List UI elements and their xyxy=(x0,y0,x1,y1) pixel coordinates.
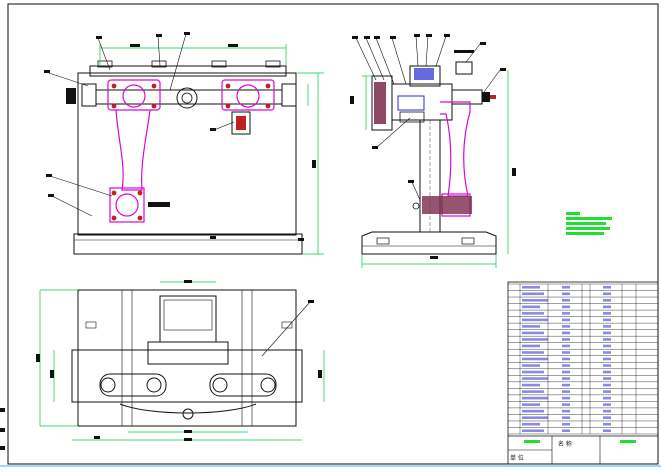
parts-row-name xyxy=(562,357,570,361)
parts-row-name xyxy=(562,285,570,289)
parts-row-name xyxy=(562,351,570,354)
parts-row-name xyxy=(562,325,570,328)
parts-row-name xyxy=(562,377,570,380)
parts-row-name xyxy=(562,429,570,433)
parts-row-code xyxy=(522,390,544,393)
parts-row-name xyxy=(562,422,570,426)
connecting-rod-left xyxy=(107,79,161,223)
parts-row-name xyxy=(562,344,570,348)
top-view-leaders xyxy=(261,301,311,357)
parts-row-code xyxy=(522,429,544,433)
parts-row-code xyxy=(522,357,548,361)
parts-list-table xyxy=(507,281,659,465)
parts-row-code xyxy=(522,331,544,335)
parts-row-name xyxy=(562,299,570,302)
front-view-dimensions xyxy=(99,44,324,255)
parts-row-code xyxy=(522,403,540,406)
side-view xyxy=(350,34,516,268)
parts-row-code xyxy=(522,416,548,419)
parts-row-code xyxy=(522,351,544,354)
parts-list-rows xyxy=(508,283,658,435)
parts-row-name xyxy=(562,331,570,335)
parts-row-name xyxy=(562,338,570,341)
parts-row-code xyxy=(522,312,544,315)
parts-row-material xyxy=(603,429,611,433)
parts-row-material xyxy=(603,351,611,354)
parts-row-code xyxy=(522,396,548,400)
parts-row-material xyxy=(603,416,611,419)
parts-row-material xyxy=(603,305,611,309)
parts-row-material xyxy=(603,338,611,341)
sheet-border xyxy=(7,3,659,465)
front-view-top-bar xyxy=(89,65,287,77)
parts-row-name xyxy=(562,292,570,296)
parts-row-material xyxy=(603,299,611,302)
parts-row-name xyxy=(562,370,570,374)
parts-row-code xyxy=(522,285,540,289)
title-block-footer-label: 单 位 xyxy=(510,454,524,462)
parts-row-material xyxy=(603,325,611,328)
technical-notes-block xyxy=(566,212,612,235)
front-view-base-plate xyxy=(77,72,297,236)
side-view-dimensions xyxy=(361,70,509,268)
parts-row-code xyxy=(522,364,540,367)
parts-row-material xyxy=(603,409,611,413)
parts-row-material xyxy=(603,403,611,406)
parts-row-code xyxy=(522,344,540,348)
parts-row-name xyxy=(562,396,570,400)
top-view xyxy=(36,280,325,441)
parts-row-material xyxy=(603,344,611,348)
front-view-foot xyxy=(73,233,303,255)
parts-row-code xyxy=(522,299,548,302)
front-view-leaders xyxy=(45,33,235,217)
parts-row-name xyxy=(562,403,570,406)
parts-row-name xyxy=(562,416,570,419)
parts-row-material xyxy=(603,396,611,400)
parts-row-code xyxy=(522,325,540,328)
parts-row-material xyxy=(603,383,611,387)
parts-row-code xyxy=(522,409,544,413)
title-block: 名 称 单 位 xyxy=(507,281,659,465)
parts-row-material xyxy=(603,390,611,393)
top-view-dimensions xyxy=(39,281,325,441)
title-block-name-label: 名 称 xyxy=(558,440,572,448)
parts-row-material xyxy=(603,357,611,361)
parts-row-code xyxy=(522,377,548,380)
parts-row-name xyxy=(562,364,570,367)
parts-row-name xyxy=(562,312,570,315)
parts-row-name xyxy=(562,383,570,387)
parts-row-name xyxy=(562,305,570,309)
parts-row-code xyxy=(522,338,548,341)
parts-row-material xyxy=(603,377,611,380)
parts-row-code xyxy=(522,370,544,374)
parts-row-code xyxy=(522,292,544,296)
parts-row-code xyxy=(522,422,540,426)
parts-row-code xyxy=(522,318,548,322)
parts-row-name xyxy=(562,409,570,413)
parts-row-material xyxy=(603,370,611,374)
front-view xyxy=(44,32,324,255)
front-view-shaft xyxy=(95,89,283,105)
parts-row-material xyxy=(603,364,611,367)
connecting-rod-right xyxy=(221,79,275,111)
parts-row-name xyxy=(562,390,570,393)
parts-row-material xyxy=(603,318,611,322)
parts-row-code xyxy=(522,305,540,309)
parts-row-material xyxy=(603,292,611,296)
parts-row-material xyxy=(603,422,611,426)
parts-row-material xyxy=(603,285,611,289)
parts-row-material xyxy=(603,331,611,335)
parts-row-material xyxy=(603,312,611,315)
parts-row-name xyxy=(562,318,570,322)
parts-row-code xyxy=(522,383,540,387)
